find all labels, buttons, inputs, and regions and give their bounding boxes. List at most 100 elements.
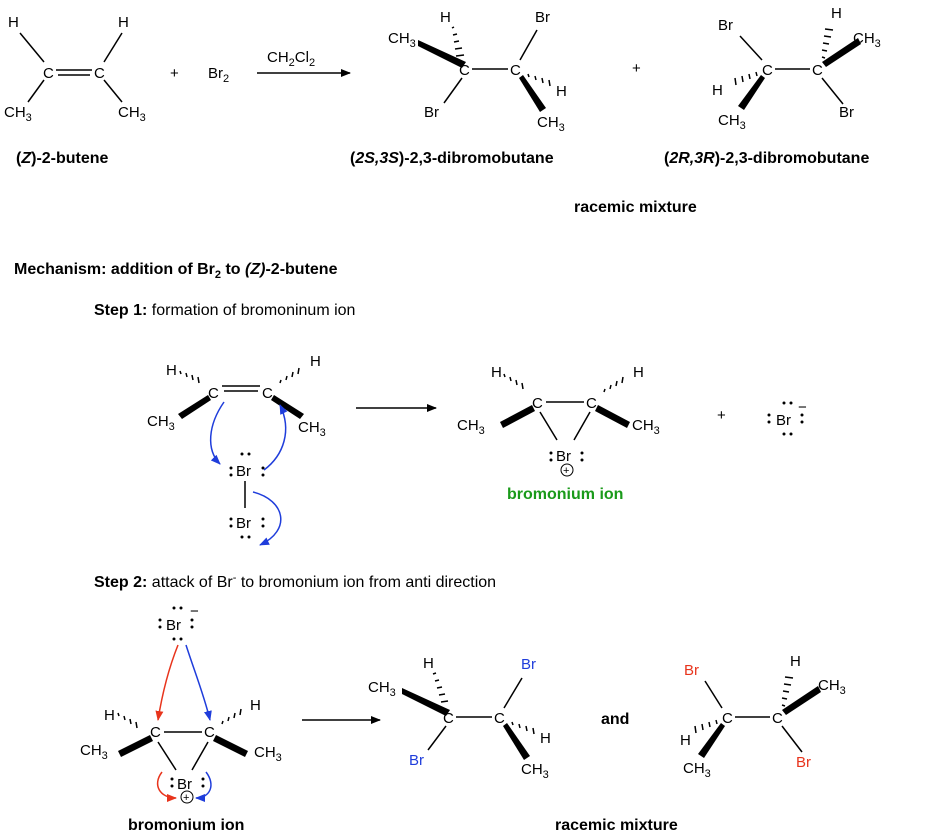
atom-h: H [440, 9, 451, 26]
wedge-bond [595, 405, 630, 428]
wedge-bond [782, 686, 821, 715]
bromonium-ion-structure: H H C C CH3 CH3 Br + [457, 364, 660, 477]
positive-charge [560, 463, 574, 477]
wedge-bond [698, 723, 725, 758]
atom-br: Br [839, 104, 854, 121]
methyl-label: CH3 [537, 114, 565, 134]
electron-arrow [252, 491, 282, 546]
bond [573, 411, 591, 441]
bond [427, 725, 447, 751]
hash-bond [734, 71, 758, 86]
methyl-label: CH3 [4, 104, 32, 124]
hash-bond [821, 28, 834, 59]
methyl-label: CH3 [147, 413, 175, 433]
positive-charge [180, 790, 194, 804]
wedge-bond [402, 688, 450, 716]
electron-arrow [195, 771, 212, 802]
atom-h: H [831, 5, 842, 22]
atom-c: C [208, 385, 219, 402]
bromide-ion: Br − [767, 399, 807, 436]
hash-bond [781, 676, 794, 707]
racemic-mixture-label: racemic mixture [555, 817, 678, 834]
product-2s3s-structure: H Br CH3 C C Br H CH3 [388, 9, 567, 134]
bond [157, 741, 177, 771]
atom-h: H [118, 14, 129, 31]
atom-br: Br [718, 17, 733, 34]
step2-product-b: Br H CH3 C C H CH3 Br [680, 653, 846, 780]
electron-arrow [185, 644, 212, 721]
atom-c: C [586, 395, 597, 412]
wedge-bond [500, 405, 535, 428]
electron-arrow [156, 771, 177, 802]
bond [191, 741, 209, 771]
bond [443, 77, 463, 104]
hash-bond [221, 708, 242, 725]
solvent-label: CH2Cl2 [267, 49, 315, 69]
methyl-label: CH3 [457, 417, 485, 437]
wedge-bond [178, 395, 211, 419]
bond [519, 29, 538, 61]
positive-charge-sign: + [183, 792, 189, 804]
atom-c: C [494, 710, 505, 727]
atom-h: H [8, 14, 19, 31]
atom-br: Br [556, 448, 571, 465]
mechanism-title: Mechanism: addition of Br2 to (Z)-2-bute… [14, 261, 338, 281]
bond [103, 32, 123, 63]
hash-bond [179, 370, 200, 384]
atom-c: C [94, 65, 105, 82]
bromonium-label: bromonium ion [128, 817, 244, 834]
atom-h: H [310, 353, 321, 370]
atom-br: Br [236, 463, 251, 480]
atom-c: C [812, 62, 823, 79]
methyl-label: CH3 [632, 417, 660, 437]
hash-bond [527, 73, 551, 87]
atom-h: H [423, 655, 434, 672]
positive-charge-sign: + [563, 465, 569, 477]
methyl-label: CH3 [368, 679, 396, 699]
atom-h: H [104, 707, 115, 724]
methyl-label: CH3 [818, 677, 846, 697]
electron-arrow [263, 404, 288, 471]
bond [704, 680, 723, 709]
step2-bromide: Br − [158, 603, 199, 641]
atom-br: Br [236, 515, 251, 532]
hash-bond [432, 672, 449, 703]
hash-bond [117, 712, 138, 729]
product-2r3r-structure: Br H CH3 C C H CH3 Br [712, 5, 881, 132]
methyl-label: CH3 [718, 112, 746, 132]
atom-h: H [680, 732, 691, 749]
bond [781, 725, 803, 753]
step1-bromine: Br Br [229, 452, 265, 539]
methyl-label: CH3 [254, 744, 282, 764]
bond [821, 77, 844, 105]
atom-br-blue: Br [521, 656, 536, 673]
bond [103, 79, 123, 103]
bond [19, 32, 45, 63]
plus-sign: + [170, 65, 179, 82]
wedge-bond [271, 395, 304, 419]
bromine-reagent: Br2 [208, 65, 229, 85]
atom-br-red: Br [796, 754, 811, 771]
step1-alkene: H H C C CH3 CH3 [147, 353, 326, 439]
atom-c: C [510, 62, 521, 79]
atom-c: C [722, 710, 733, 727]
wedge-bond [118, 735, 153, 757]
atom-c: C [204, 724, 215, 741]
hash-bond [603, 376, 624, 393]
negative-charge: − [190, 603, 199, 620]
step2-product-a: H Br CH3 C C Br H CH3 [368, 655, 551, 781]
bond [27, 79, 45, 103]
atom-c: C [262, 385, 273, 402]
hash-bond [503, 373, 524, 390]
methyl-label: CH3 [118, 104, 146, 124]
atom-br-red: Br [684, 662, 699, 679]
atom-h: H [166, 362, 177, 379]
atom-br: Br [166, 617, 181, 634]
atom-h: H [633, 364, 644, 381]
hash-bond [279, 367, 300, 384]
z-2-butene-structure: H H C C CH3 CH3 [4, 14, 146, 124]
racemic-mixture-label: racemic mixture [574, 199, 697, 216]
wedge-bond [503, 723, 530, 760]
atom-c: C [150, 724, 161, 741]
atom-c: C [443, 710, 454, 727]
